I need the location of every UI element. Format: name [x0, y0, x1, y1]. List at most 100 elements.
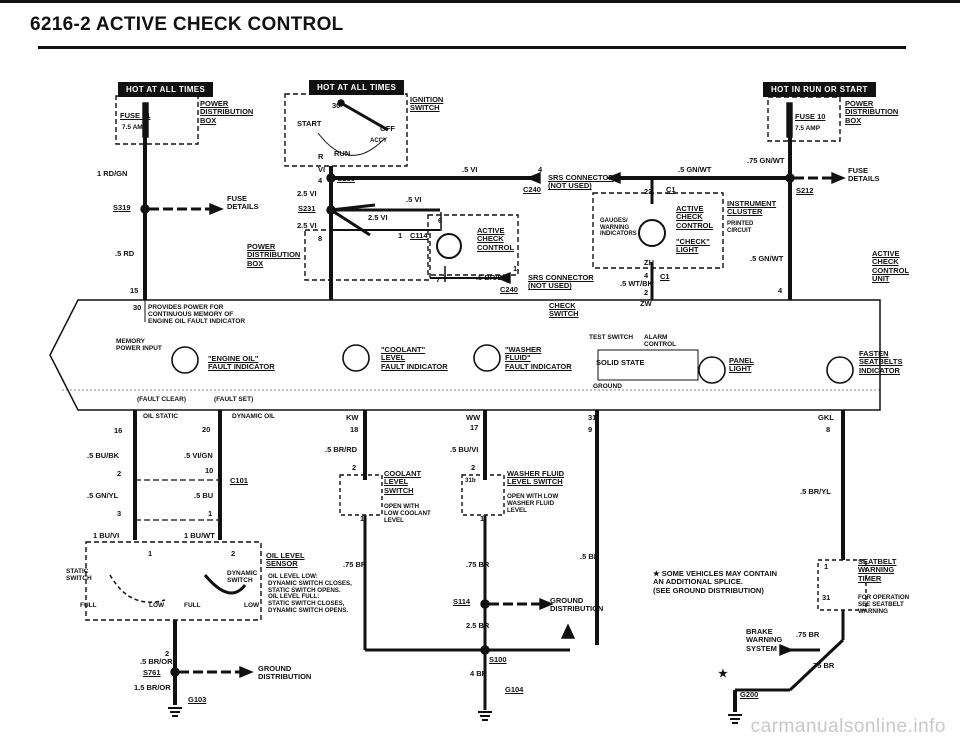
- ww-label: WW: [466, 413, 481, 422]
- splice-note: ★ SOME VEHICLES MAY CONTAIN AN ADDITIONA…: [653, 569, 778, 595]
- pin-16: 16: [114, 426, 123, 435]
- fuse-details-right: FUSE DETAILS: [848, 166, 880, 184]
- ign-start: START: [297, 119, 322, 128]
- sensor-pin-1: 1: [148, 549, 153, 558]
- s100-splice: [480, 645, 490, 655]
- wire-75br-left: .75 BR: [343, 560, 367, 569]
- wire-25vi-a: 2.5 VI: [297, 189, 317, 198]
- srs-pin-1: 1: [513, 264, 518, 273]
- ground-distribution-left: GROUND DISTRIBUTION: [258, 664, 312, 682]
- wire-25vi-c: 2.5 VI: [368, 213, 388, 222]
- c101-label: C101: [230, 476, 248, 485]
- wire-5bubk: .5 BU/BK: [87, 451, 120, 460]
- cluster-pin-4: 4: [644, 271, 649, 280]
- srs-pin-4: 4: [538, 165, 543, 174]
- fasten-seatbelts-label: FASTEN SEATBELTS INDICATOR: [859, 349, 903, 375]
- washer-switch-desc: OPEN WITH LOW WASHER FLUID LEVEL: [507, 493, 559, 514]
- kw-label: KW: [346, 413, 359, 422]
- g104-label: G104: [505, 685, 524, 694]
- wire-5wtbk: .5 WT/BK: [620, 279, 653, 288]
- ign-run: RUN: [334, 149, 351, 158]
- fuse-details-left: FUSE DETAILS: [227, 194, 259, 212]
- solid-state-label: SOLID STATE: [596, 358, 645, 367]
- ll-pin-3: 3: [117, 509, 122, 518]
- ground-unit-label: GROUND: [593, 383, 622, 390]
- wire-1buwt: 1 BU/WT: [184, 531, 215, 540]
- provides-power-note: PROVIDES POWER FOR CONTINUOUS MEMORY OF …: [148, 304, 246, 326]
- washer-switch-label: WASHER FLUID LEVEL SWITCH: [507, 469, 565, 487]
- ign-acc: ACCY: [370, 138, 388, 144]
- washer-fault-label: "WASHER FLUID" FAULT INDICATOR: [505, 345, 572, 371]
- wire-5brbk: .5 BR/BK: [476, 273, 509, 282]
- engine-oil-indicator: [171, 346, 199, 374]
- fuse21-box: [115, 95, 199, 145]
- pin-15: 15: [130, 286, 139, 295]
- wire-5gnwt-right: .5 GN/WT: [750, 254, 784, 263]
- pin-31-label: 31: [588, 413, 597, 422]
- cluster-zw: ZW: [640, 299, 652, 308]
- wire-5brrd: .5 BR/RD: [325, 445, 358, 454]
- s319-label: S319: [113, 203, 131, 212]
- title-underline: [38, 46, 906, 49]
- wire-5vi-top: .5 VI: [462, 165, 478, 174]
- ignition-switch-label: IGNITION SWITCH: [410, 95, 444, 113]
- wire-75br-mid: .75 BR: [466, 560, 490, 569]
- wire-5gnyl: .5 GN/YL: [87, 491, 119, 500]
- s319-splice: [140, 204, 150, 214]
- coolant-fault-label: "COOLANT" LEVEL FAULT INDICATOR: [381, 345, 448, 371]
- wire-5bror: .5 BR/OR: [140, 657, 173, 666]
- wire-15bror: 1.5 BR/OR: [134, 683, 171, 692]
- splice-star: ★: [718, 668, 728, 680]
- wire-75br-brake: .75 BR: [796, 630, 820, 639]
- fuse10-label: FUSE 10: [795, 112, 826, 121]
- cluster-active-check: ACTIVE CHECK CONTROL: [676, 204, 714, 230]
- coolant-pin-1: 1: [360, 514, 365, 523]
- watermark: carmanualsonline.info: [750, 716, 946, 737]
- ll-pin-2: 2: [117, 469, 122, 478]
- wire-5gnwt-top: .5 GN/WT: [678, 165, 712, 174]
- active-check-control-unit: [49, 299, 881, 411]
- fuse10-amp: 7.5 AMP: [795, 125, 821, 132]
- coolant-switch-label: COOLANT LEVEL SWITCH: [384, 469, 422, 495]
- cluster-pin-23: 23: [644, 187, 653, 196]
- s114-label: S114: [453, 597, 471, 606]
- washer-pin-2: 2: [471, 463, 476, 472]
- s212-splice: [785, 173, 795, 183]
- wire-5rd-label: .5 RD: [115, 249, 135, 258]
- test-switch-label: TEST SWITCH: [589, 334, 634, 341]
- wire-25br: 2.5 BR: [466, 621, 490, 630]
- power-dist-box-right-label: POWER DISTRIBUTION BOX: [845, 99, 899, 125]
- wire-5bryl: .5 BR/YL: [800, 487, 831, 496]
- static-switch-label: STATIC SWITCH: [66, 568, 92, 583]
- unit-pin-30: 30: [133, 303, 142, 312]
- coolant-pin-2: 2: [352, 463, 357, 472]
- wire-75gnwt: .75 GN/WT: [747, 156, 785, 165]
- s100-label: S100: [489, 655, 507, 664]
- washer-pin-31b: 31b: [465, 477, 476, 484]
- full-2: FULL: [184, 602, 201, 609]
- low-2: LOW: [244, 602, 260, 609]
- check-switch-label: CHECK SWITCH: [549, 301, 579, 319]
- washer-indicator: [473, 344, 501, 372]
- ign-r: R: [318, 152, 324, 161]
- alarm-control-label: ALARM CONTROL: [644, 334, 677, 349]
- hot-at-all-times-tag-center: HOT AT ALL TIMES: [309, 80, 405, 95]
- gkl-label: GKL: [818, 413, 834, 422]
- ign-vi: VI: [318, 165, 326, 174]
- c114-label: C114: [410, 231, 428, 240]
- pin-1-c114: 1: [398, 231, 403, 240]
- c1-bottom: C1: [660, 272, 670, 281]
- panel-light-bulb: [698, 356, 726, 384]
- oil-level-description: OIL LEVEL LOW: DYNAMIC SWITCH CLOSES, ST…: [268, 573, 352, 615]
- s212-label: S212: [796, 186, 814, 195]
- pin-9: 9: [588, 425, 593, 434]
- pin-8-right: 8: [826, 425, 831, 434]
- srs-connector-bottom: SRS CONNECTOR (NOT USED): [528, 273, 594, 291]
- ground-symbols: [168, 707, 742, 724]
- check-light-label: "CHECK" LIGHT: [676, 237, 710, 255]
- engine-oil-fault-label: "ENGINE OIL" FAULT INDICATOR: [208, 354, 275, 372]
- power-dist-box-mid: [304, 229, 431, 281]
- memory-power-input: MEMORY POWER INPUT: [116, 338, 162, 353]
- low-1: LOW: [149, 602, 165, 609]
- pin-17: 17: [470, 423, 479, 432]
